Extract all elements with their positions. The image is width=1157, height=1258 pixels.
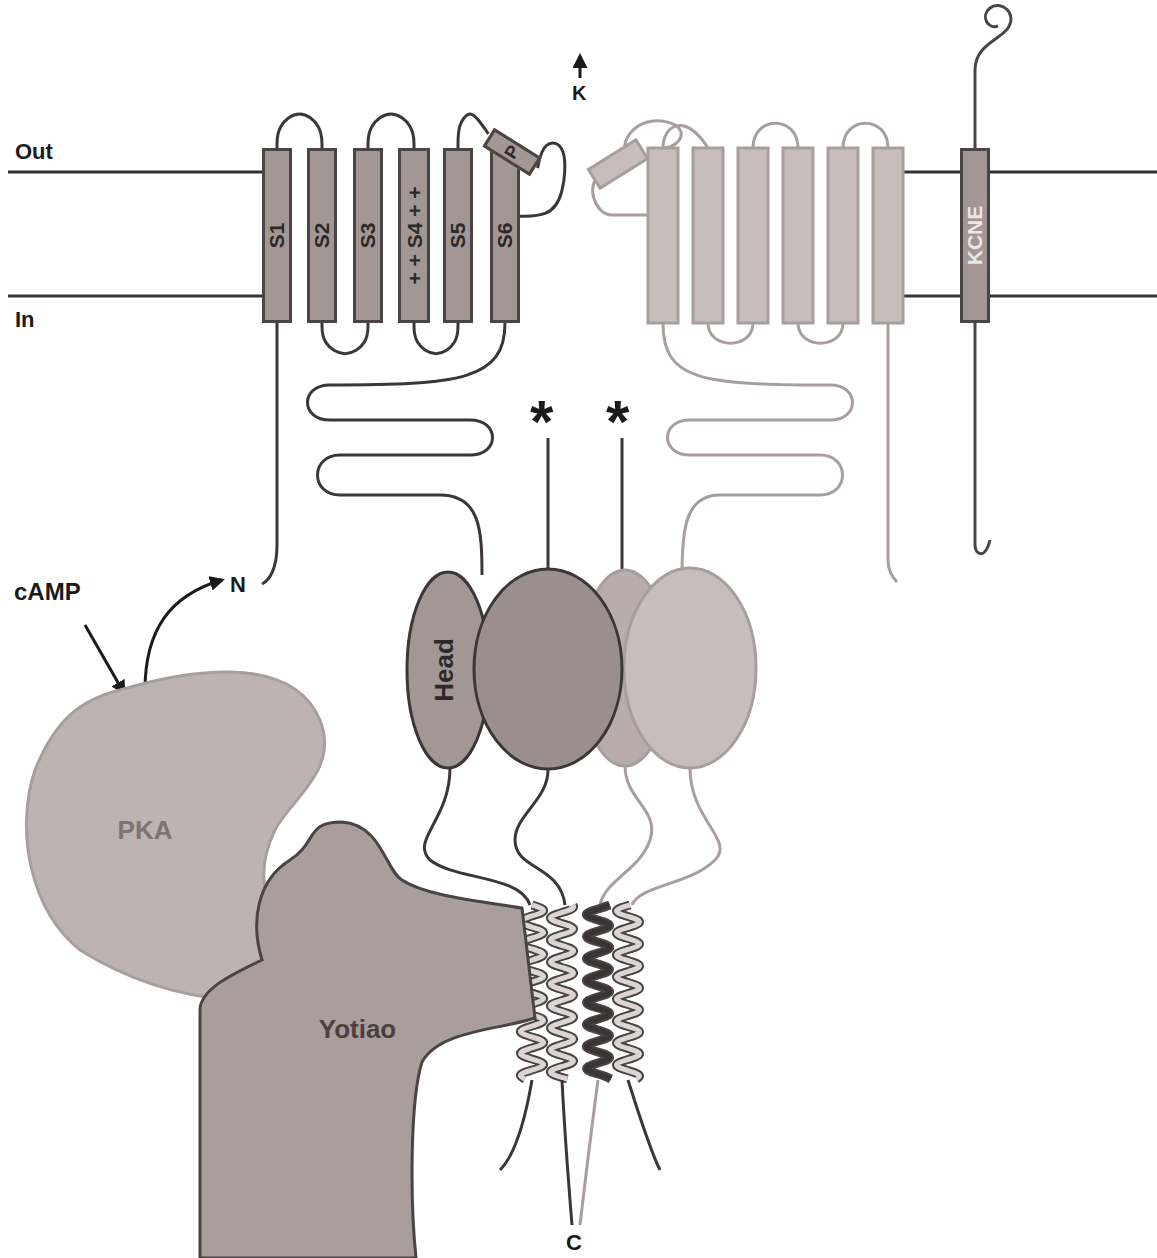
annotation-label: Out bbox=[15, 141, 53, 163]
helix-box: + + S4 + + bbox=[398, 148, 430, 323]
c-terminus bbox=[562, 1080, 572, 1225]
annotation-label: In bbox=[15, 309, 35, 331]
head-domain bbox=[624, 568, 756, 768]
helix-outline bbox=[587, 905, 611, 1079]
c-terminus bbox=[628, 1080, 660, 1170]
site-marker: * bbox=[530, 392, 553, 452]
n-terminus bbox=[262, 323, 277, 584]
site-marker: * bbox=[606, 392, 629, 452]
helix bbox=[587, 905, 611, 1079]
loop-connector bbox=[322, 323, 368, 354]
helix-box: S6 bbox=[490, 148, 520, 323]
segment-label: + + S4 + + bbox=[404, 186, 425, 284]
second-subunit bbox=[588, 121, 903, 582]
ion-arrow bbox=[579, 56, 582, 78]
annotation-label: K bbox=[572, 83, 586, 103]
loop-connector bbox=[277, 114, 322, 148]
asterisk-stalk bbox=[621, 438, 624, 572]
kcne-tail bbox=[975, 323, 990, 554]
segment-label: P bbox=[501, 142, 523, 162]
helix-box: S2 bbox=[307, 148, 337, 323]
c-terminus bbox=[500, 1080, 532, 1170]
protein-label: PKA bbox=[118, 817, 173, 843]
c-terminus bbox=[580, 1080, 598, 1225]
segment-label: S5 bbox=[448, 223, 469, 249]
helix-box: S5 bbox=[443, 148, 473, 323]
helix-box: S3 bbox=[353, 148, 383, 323]
helix-outline bbox=[616, 905, 639, 1079]
coil-linker bbox=[424, 766, 720, 905]
head-ellipse bbox=[474, 569, 622, 769]
head-domain: Head bbox=[405, 570, 491, 770]
annotation-label: N bbox=[230, 574, 246, 596]
s6-linker bbox=[308, 323, 506, 575]
domain-label: Head bbox=[431, 638, 457, 702]
annotation-label: cAMP bbox=[14, 580, 81, 604]
anchor-outline bbox=[200, 822, 535, 1258]
segment-label: S1 bbox=[267, 223, 288, 249]
protein-label: Yotiao bbox=[319, 1016, 397, 1042]
annotation-label: C bbox=[566, 1232, 582, 1254]
loop-connector bbox=[368, 114, 414, 148]
helix-box: KCNE bbox=[960, 148, 990, 323]
helix bbox=[550, 905, 573, 1079]
segment-label: S6 bbox=[495, 223, 516, 249]
segment-label: S3 bbox=[358, 223, 379, 249]
camp-arrow bbox=[85, 625, 124, 693]
helix bbox=[616, 905, 639, 1079]
helix-outline bbox=[550, 905, 573, 1079]
helix-box: S1 bbox=[262, 148, 292, 323]
loop-connector bbox=[414, 323, 458, 354]
kcne-tail bbox=[975, 5, 1011, 148]
anchor-protein: Yotiao bbox=[195, 820, 540, 1258]
segment-label: S2 bbox=[312, 223, 333, 249]
asterisk-stalk bbox=[547, 438, 550, 572]
segment-label: KCNE bbox=[965, 206, 986, 266]
